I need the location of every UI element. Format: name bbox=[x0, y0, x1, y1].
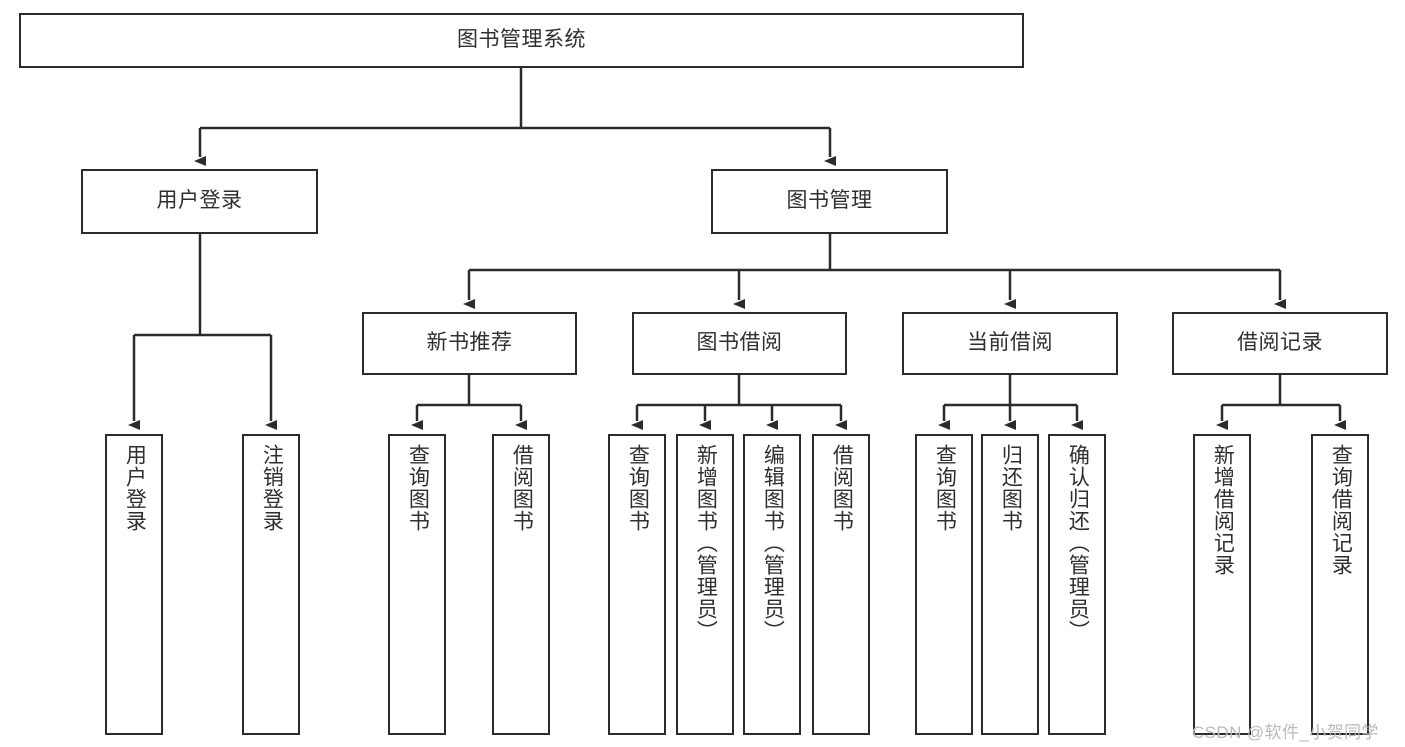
node-leaf-query-book-recommend[interactable]: 查询图书 bbox=[388, 434, 446, 735]
node-label: 查询图书 bbox=[933, 444, 957, 532]
node-label: 图书管理系统 bbox=[457, 28, 586, 52]
node-label: 用户登录 bbox=[123, 444, 147, 532]
node-label: 查询借阅记录 bbox=[1329, 444, 1353, 576]
node-label: 新增借阅记录 bbox=[1211, 444, 1235, 576]
node-book-borrow[interactable]: 图书借阅 bbox=[632, 312, 847, 375]
node-leaf-query-borrow-record[interactable]: 查询借阅记录 bbox=[1311, 434, 1369, 735]
node-borrow-record[interactable]: 借阅记录 bbox=[1172, 312, 1388, 375]
node-current-borrow[interactable]: 当前借阅 bbox=[902, 312, 1118, 375]
node-root-book-management-system[interactable]: 图书管理系统 bbox=[19, 13, 1024, 68]
node-leaf-logout-login[interactable]: 注销登录 bbox=[242, 434, 300, 735]
node-leaf-query-book-current[interactable]: 查询图书 bbox=[915, 434, 973, 735]
node-label: 确认归还（管理员） bbox=[1066, 444, 1090, 642]
node-leaf-edit-book[interactable]: 编辑图书（管理员） bbox=[743, 434, 801, 735]
node-label: 注销登录 bbox=[260, 444, 284, 532]
node-leaf-user-login[interactable]: 用户登录 bbox=[105, 434, 163, 735]
node-label: 归还图书 bbox=[999, 444, 1023, 532]
node-leaf-return-book[interactable]: 归还图书 bbox=[981, 434, 1039, 735]
node-label: 借阅图书 bbox=[830, 444, 854, 532]
node-label: 图书借阅 bbox=[696, 331, 783, 355]
node-leaf-add-book[interactable]: 新增图书（管理员） bbox=[676, 434, 734, 735]
node-leaf-add-borrow-record[interactable]: 新增借阅记录 bbox=[1193, 434, 1251, 735]
node-leaf-query-book-borrow[interactable]: 查询图书 bbox=[608, 434, 666, 735]
node-label: 查询图书 bbox=[406, 444, 430, 532]
node-leaf-borrow-book[interactable]: 借阅图书 bbox=[812, 434, 870, 735]
node-leaf-borrow-book-recommend[interactable]: 借阅图书 bbox=[492, 434, 550, 735]
csdn-watermark: CSDN @软件_小贺同学 bbox=[1192, 723, 1379, 742]
node-label: 新增图书（管理员） bbox=[694, 444, 718, 642]
node-label: 编辑图书（管理员） bbox=[761, 444, 785, 642]
node-label: 图书管理 bbox=[786, 189, 873, 213]
node-label: 借阅图书 bbox=[510, 444, 534, 532]
node-leaf-confirm-return[interactable]: 确认归还（管理员） bbox=[1048, 434, 1106, 735]
node-new-book-recommend[interactable]: 新书推荐 bbox=[362, 312, 577, 375]
node-label: 用户登录 bbox=[156, 189, 243, 213]
node-label: 当前借阅 bbox=[967, 331, 1053, 355]
node-user-login[interactable]: 用户登录 bbox=[81, 169, 318, 234]
node-label: 新书推荐 bbox=[426, 331, 513, 355]
node-label: 借阅记录 bbox=[1237, 331, 1323, 355]
node-label: 查询图书 bbox=[626, 444, 650, 532]
node-book-management[interactable]: 图书管理 bbox=[711, 169, 948, 234]
